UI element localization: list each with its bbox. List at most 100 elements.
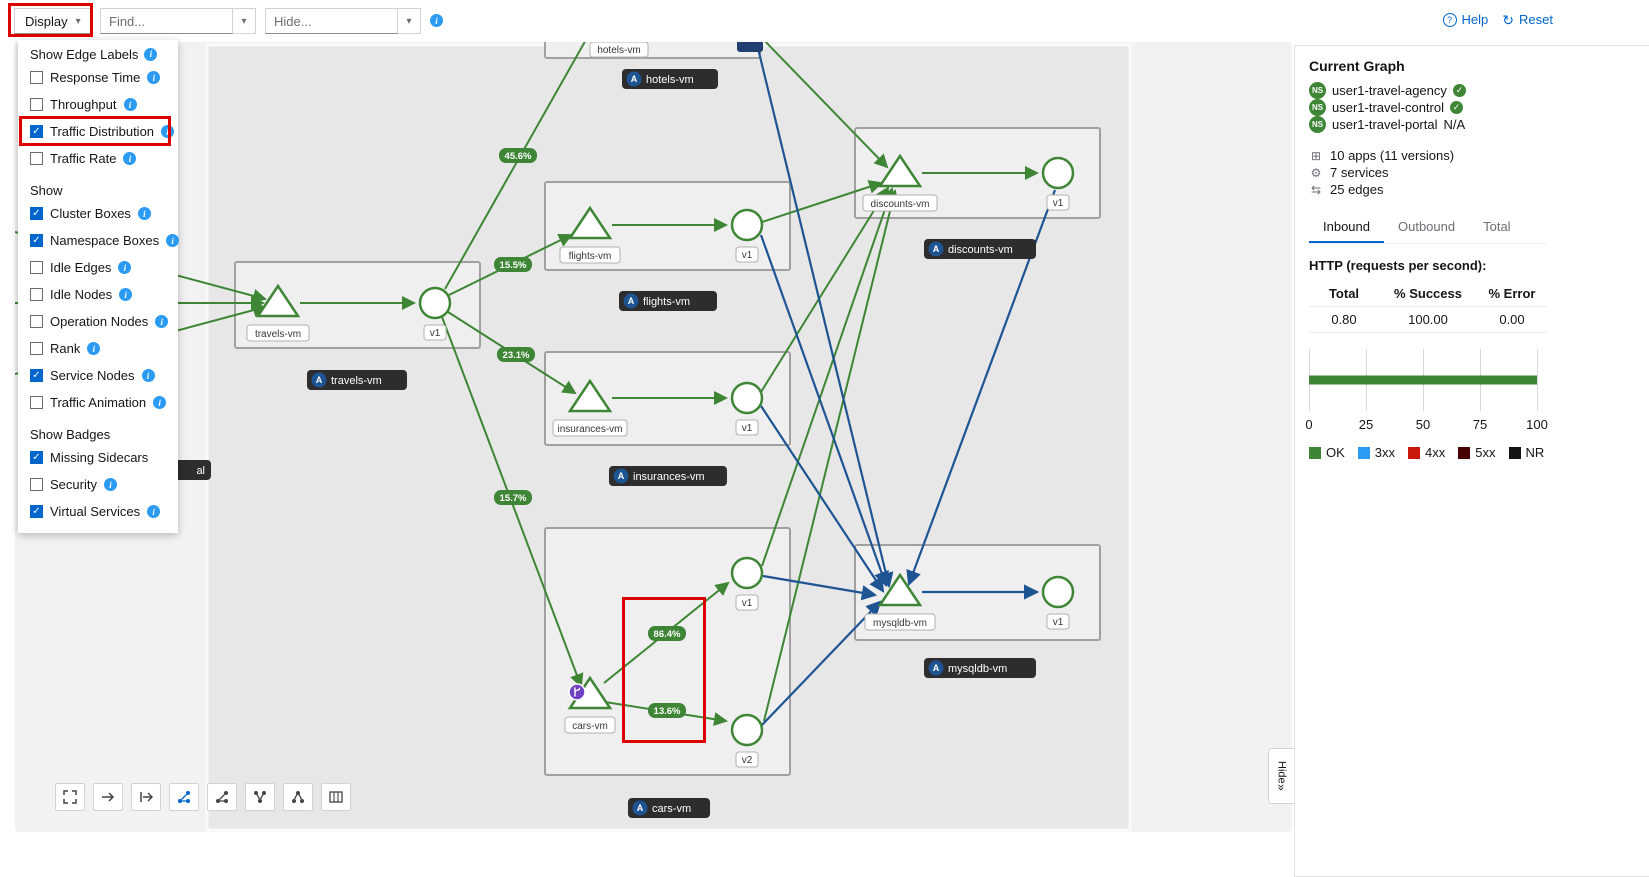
checkbox[interactable]: [30, 234, 43, 247]
edge-hotels-mysqldb[interactable]: [755, 42, 894, 589]
menu-item-missing-sidecars[interactable]: Missing Sidecars: [18, 444, 178, 471]
layout-dagre-button[interactable]: [169, 783, 199, 811]
menu-item-service-nodes[interactable]: Service Nodes i: [18, 362, 178, 389]
info-icon[interactable]: i: [147, 71, 161, 84]
info-icon[interactable]: i: [118, 261, 132, 274]
info-icon[interactable]: i: [147, 505, 161, 518]
menu-item-traffic-distribution[interactable]: Traffic Distribution i: [18, 118, 178, 145]
menu-item-throughput[interactable]: Throughput i: [18, 91, 178, 118]
map-icon: [329, 791, 343, 803]
info-icon[interactable]: i: [144, 47, 158, 61]
layout-grid-button[interactable]: [207, 783, 237, 811]
edge-carsv1-mysqldb[interactable]: [762, 574, 878, 601]
info-icon[interactable]: i: [155, 315, 169, 328]
service-node-insurances[interactable]: [567, 378, 613, 413]
workload-node-mysqldb-v1[interactable]: [1041, 575, 1075, 609]
workload-node-flights-v1[interactable]: [730, 208, 764, 242]
checkbox[interactable]: [30, 396, 43, 409]
checkbox[interactable]: [30, 505, 43, 518]
node-label-travels-service: travels-vm: [246, 324, 310, 342]
traffic-graph[interactable]: 45.6% 15.5% 23.1% 15.7% 86.4%: [15, 42, 1292, 832]
svg-text:hotels-vm: hotels-vm: [646, 74, 694, 86]
layout-concentric-button[interactable]: [245, 783, 275, 811]
edge-insurancesv1-discounts[interactable]: [760, 186, 890, 393]
hide-options-button[interactable]: ▾: [398, 8, 421, 34]
menu-item-response-time[interactable]: Response Time i: [18, 64, 178, 91]
find-options-button[interactable]: ▾: [233, 8, 256, 34]
workload-node-cars-v2[interactable]: [730, 713, 764, 747]
menu-item-operation-nodes[interactable]: Operation Nodes i: [18, 308, 178, 335]
edge-carsv2-discounts[interactable]: [763, 189, 899, 722]
tab-inbound[interactable]: Inbound: [1309, 212, 1384, 243]
info-icon[interactable]: i: [119, 288, 133, 301]
hide-panel-button[interactable]: Hide »: [1268, 748, 1294, 804]
menu-item-traffic-rate[interactable]: Traffic Rate i: [18, 145, 178, 172]
reset-link[interactable]: ↻ Reset: [1502, 11, 1553, 28]
service-node-flights[interactable]: [567, 205, 613, 240]
edge-flights-mysqldb[interactable]: [759, 234, 889, 588]
menu-item-idle-nodes[interactable]: Idle Nodes i: [18, 281, 178, 308]
arrow-forward-button[interactable]: [93, 783, 123, 811]
service-node-mysqldb[interactable]: [877, 572, 923, 607]
workload-node-travels-v1[interactable]: [418, 286, 452, 320]
checkbox[interactable]: [30, 261, 43, 274]
checkbox[interactable]: [30, 288, 43, 301]
menu-item-traffic-animation[interactable]: Traffic Animation i: [18, 389, 178, 416]
menu-item-cluster-boxes[interactable]: Cluster Boxes i: [18, 200, 178, 227]
http-traffic-chart: 0 25 50 75 100 OK 3xx: [1305, 349, 1548, 460]
checkbox[interactable]: [30, 98, 43, 111]
info-icon[interactable]: i: [87, 342, 101, 355]
edge-flightsv1-discounts[interactable]: [761, 180, 883, 223]
display-dropdown-button[interactable]: Display ▾: [14, 8, 92, 34]
layout-breadthfirst-button[interactable]: [283, 783, 313, 811]
service-node-travels[interactable]: [255, 283, 301, 318]
hide-input[interactable]: [265, 8, 398, 34]
info-icon[interactable]: i: [123, 98, 137, 111]
checkbox[interactable]: [30, 451, 43, 464]
info-icon[interactable]: i: [103, 478, 117, 491]
checkbox[interactable]: [30, 71, 43, 84]
service-node-discounts[interactable]: [877, 153, 923, 188]
ok-traffic-bar: [1309, 375, 1537, 385]
menu-item-namespace-boxes[interactable]: Namespace Boxes i: [18, 227, 180, 254]
checkbox[interactable]: [30, 342, 43, 355]
edge-hotels-discounts[interactable]: [760, 42, 889, 169]
checkbox[interactable]: [30, 478, 43, 491]
fit-to-screen-button[interactable]: [55, 783, 85, 811]
check-circle-icon: ✓: [1450, 101, 1463, 114]
svg-text:A: A: [628, 296, 635, 306]
graph-canvas[interactable]: 45.6% 15.5% 23.1% 15.7% 86.4%: [15, 42, 1292, 832]
edge-insurances-mysqldb[interactable]: [760, 405, 885, 593]
svg-text:45.6%: 45.6%: [505, 151, 532, 162]
svg-text:cars-vm: cars-vm: [572, 721, 608, 732]
info-icon[interactable]: i: [161, 125, 175, 138]
checkbox[interactable]: [30, 315, 43, 328]
workload-node-insurances-v1[interactable]: [730, 381, 764, 415]
menu-item-rank[interactable]: Rank i: [18, 335, 178, 362]
workload-node-discounts-v1[interactable]: [1041, 156, 1075, 190]
edges-icon: ⇆: [1310, 182, 1322, 197]
checkbox[interactable]: [30, 125, 43, 138]
edge-carsv1-discounts[interactable]: [761, 187, 895, 567]
menu-item-virtual-services[interactable]: Virtual Services i: [18, 498, 178, 525]
workload-node-cars-v1[interactable]: [730, 556, 764, 590]
checkbox[interactable]: [30, 207, 43, 220]
help-link[interactable]: ? Help: [1442, 12, 1488, 27]
info-icon[interactable]: i: [153, 396, 167, 409]
info-icon[interactable]: i: [430, 14, 443, 27]
tab-total[interactable]: Total: [1483, 219, 1511, 234]
checkbox[interactable]: [30, 152, 43, 165]
tab-outbound[interactable]: Outbound: [1398, 219, 1456, 234]
edge-carsv2-mysqldb[interactable]: [761, 600, 882, 726]
arrow-bar-button[interactable]: [131, 783, 161, 811]
info-icon[interactable]: i: [137, 207, 151, 220]
info-icon[interactable]: i: [123, 152, 137, 165]
find-input[interactable]: [100, 8, 233, 34]
info-icon[interactable]: i: [166, 234, 180, 247]
graph-layout-icon: [216, 791, 228, 803]
legend-button[interactable]: [321, 783, 351, 811]
info-icon[interactable]: i: [141, 369, 155, 382]
menu-item-idle-edges[interactable]: Idle Edges i: [18, 254, 178, 281]
menu-item-security[interactable]: Security i: [18, 471, 178, 498]
checkbox[interactable]: [30, 369, 43, 382]
